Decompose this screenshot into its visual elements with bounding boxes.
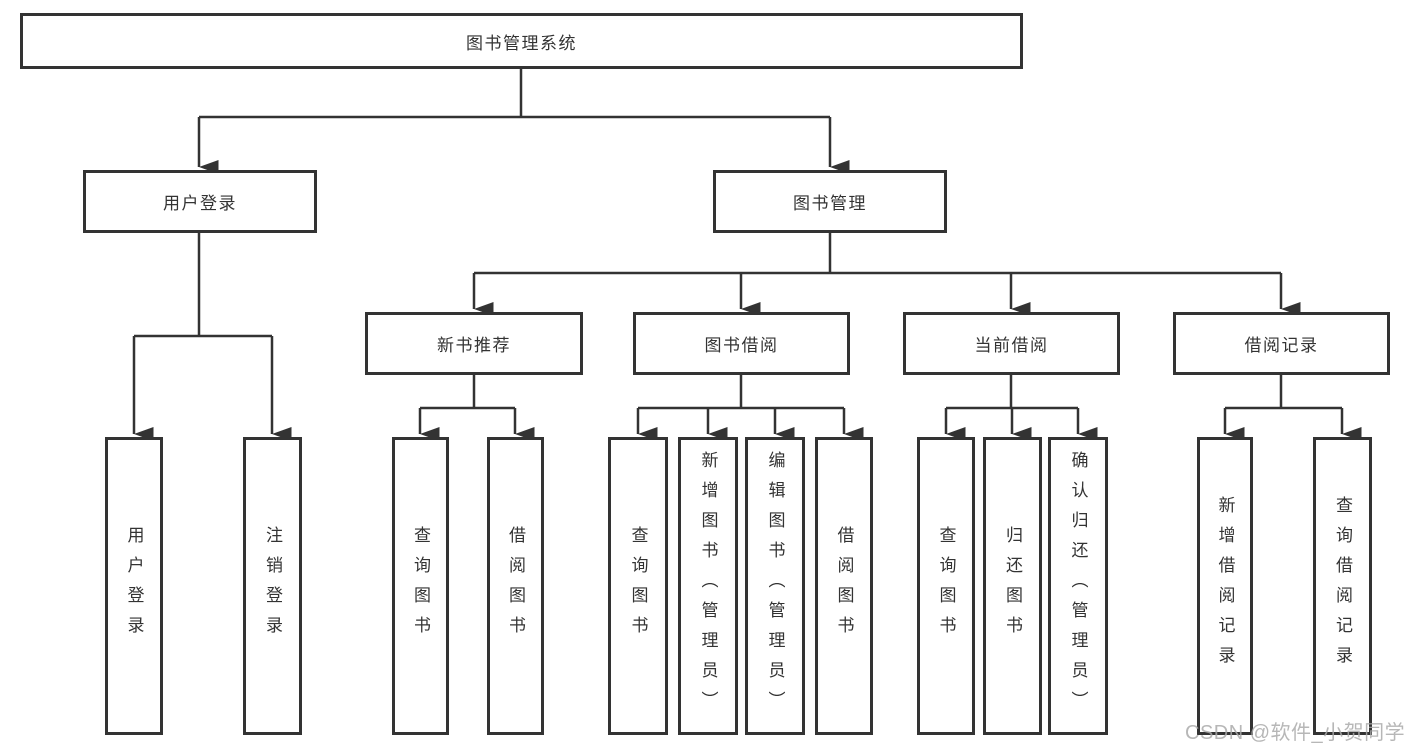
node-current-borrow: 当前借阅 [903, 312, 1120, 375]
leaf-user-login-label: 用户登录 [124, 526, 144, 646]
leaf-query-books-3: 查询图书 [917, 437, 975, 735]
node-new-books: 新书推荐 [365, 312, 583, 375]
leaf-logout: 注销登录 [243, 437, 302, 735]
node-book-mgmt: 图书管理 [713, 170, 947, 233]
leaf-borrow-books-1-label: 借阅图书 [506, 526, 525, 646]
leaf-query-borrow-record-label: 查询借阅记录 [1333, 496, 1352, 676]
leaf-add-book-admin-label: 新增图书（管理员） [698, 451, 718, 721]
leaf-return-book: 归还图书 [983, 437, 1042, 735]
leaf-borrow-books-1: 借阅图书 [487, 437, 544, 735]
node-book-borrow: 图书借阅 [633, 312, 850, 375]
leaf-return-book-label: 归还图书 [1003, 526, 1022, 646]
node-user-login: 用户登录 [83, 170, 317, 233]
leaf-query-books-2: 查询图书 [608, 437, 668, 735]
node-borrow-records: 借阅记录 [1173, 312, 1390, 375]
leaf-borrow-books-2-label: 借阅图书 [834, 526, 854, 646]
leaf-logout-label: 注销登录 [263, 526, 282, 646]
leaf-confirm-return-admin: 确认归还（管理员） [1048, 437, 1108, 735]
leaf-query-books-3-label: 查询图书 [936, 526, 956, 646]
watermark: CSDN @软件_小贺同学 [1185, 722, 1405, 744]
leaf-query-borrow-record: 查询借阅记录 [1313, 437, 1372, 735]
leaf-add-borrow-record-label: 新增借阅记录 [1215, 496, 1235, 676]
leaf-confirm-return-admin-label: 确认归还（管理员） [1068, 451, 1088, 721]
leaf-add-book-admin: 新增图书（管理员） [678, 437, 738, 735]
node-root: 图书管理系统 [20, 13, 1023, 69]
leaf-borrow-books-2: 借阅图书 [815, 437, 873, 735]
leaf-query-books-2-label: 查询图书 [628, 526, 648, 646]
leaf-query-books-1-label: 查询图书 [411, 526, 430, 646]
leaf-edit-book-admin-label: 编辑图书（管理员） [765, 451, 785, 721]
leaf-add-borrow-record: 新增借阅记录 [1197, 437, 1253, 735]
leaf-query-books-1: 查询图书 [392, 437, 449, 735]
leaf-user-login: 用户登录 [105, 437, 163, 735]
leaf-edit-book-admin: 编辑图书（管理员） [745, 437, 805, 735]
